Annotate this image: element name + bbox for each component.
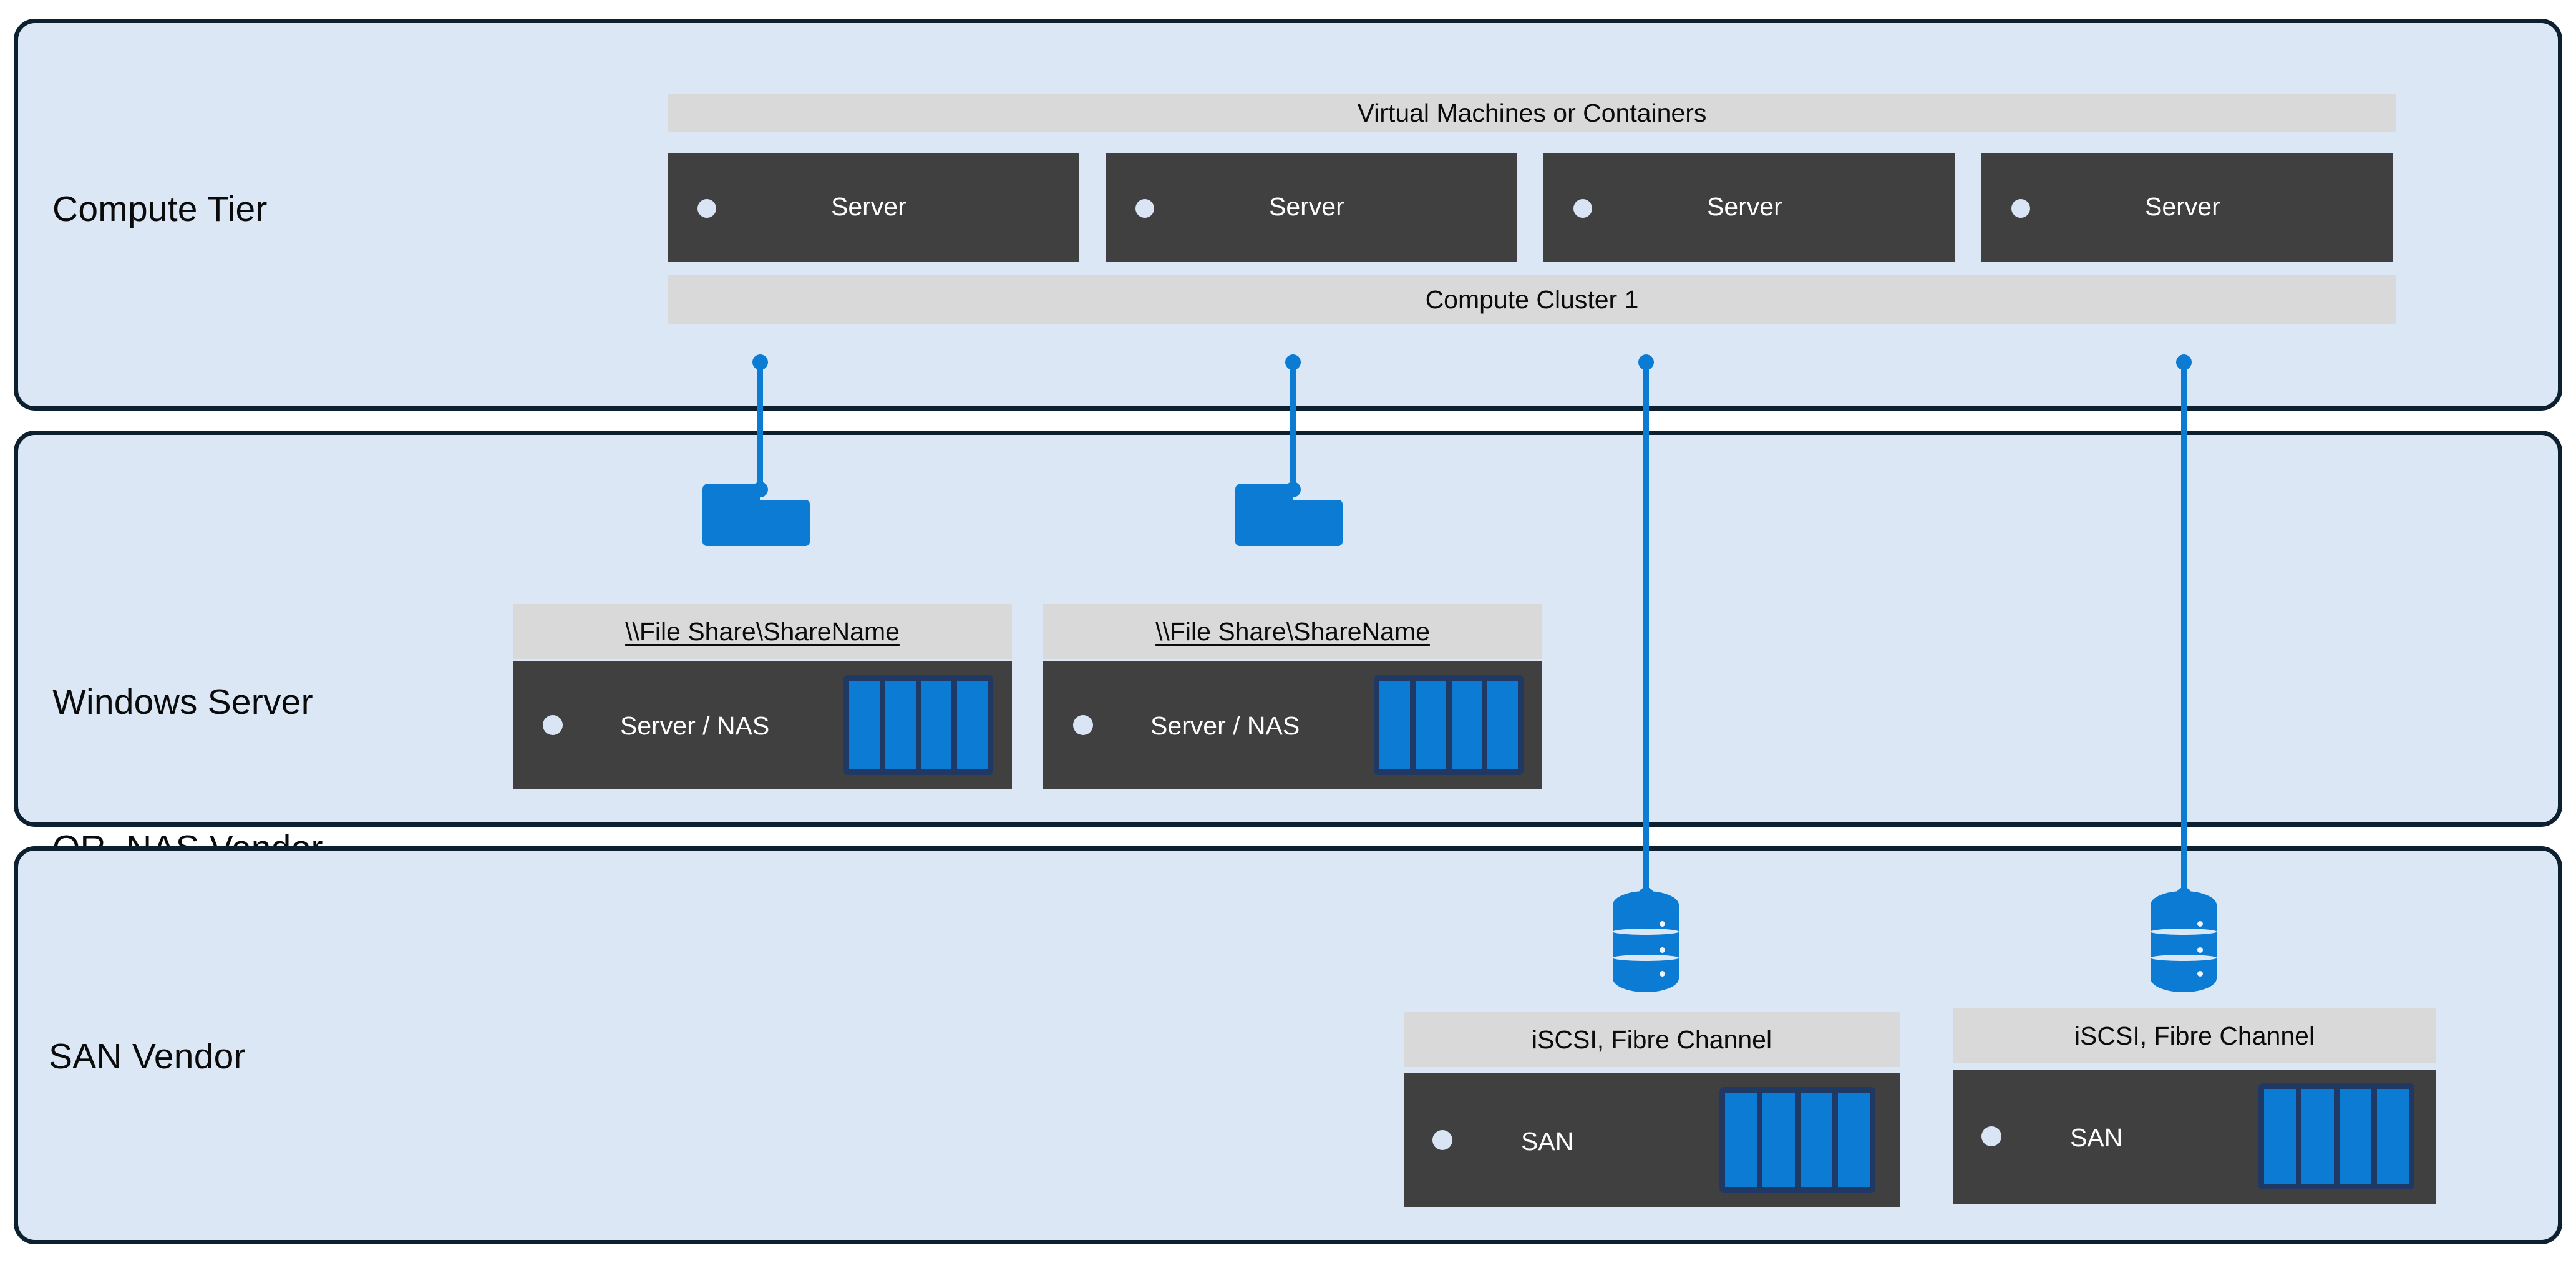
nas-server-box-1[interactable]: Server / NAS — [513, 661, 1012, 789]
nas-server-label-2: Server / NAS — [1150, 711, 1300, 740]
status-led-icon — [697, 199, 716, 218]
compute-server-box-3[interactable]: Server — [1543, 153, 1955, 262]
connector-compute2-to-nas2 — [1290, 362, 1296, 493]
connector-endpoint-dot — [1285, 482, 1301, 497]
san-label-1: SAN — [1521, 1127, 1574, 1156]
connector-compute3-to-san1 — [1643, 362, 1649, 899]
connector-compute1-to-nas1 — [757, 362, 763, 493]
status-led-icon — [1432, 1130, 1452, 1150]
tier-label-san: SAN Vendor — [49, 1036, 246, 1076]
san-box-2[interactable]: SAN — [1953, 1070, 2436, 1204]
san-box-1[interactable]: SAN — [1404, 1073, 1900, 1207]
compute-vm-bar: Virtual Machines or Containers — [668, 94, 2396, 132]
nas-share-header-1[interactable]: \\File Share\ShareName — [513, 604, 1012, 659]
connector-endpoint-dot — [752, 354, 768, 370]
connector-endpoint-dot — [1285, 354, 1301, 370]
database-icon — [1613, 891, 1679, 992]
disk-array-icon — [843, 675, 993, 775]
connector-endpoint-dot — [1638, 354, 1654, 370]
folder-icon — [1235, 484, 1343, 546]
tier-label-compute: Compute Tier — [52, 189, 268, 229]
nas-server-box-2[interactable]: Server / NAS — [1043, 661, 1542, 789]
status-led-icon — [2011, 199, 2030, 218]
status-led-icon — [1573, 199, 1592, 218]
folder-icon — [702, 484, 810, 546]
connector-compute4-to-san2 — [2181, 362, 2187, 899]
disk-array-icon — [1374, 675, 1524, 775]
disk-array-icon — [2258, 1083, 2414, 1189]
compute-server-label-1: Server — [831, 192, 906, 221]
status-led-icon — [1981, 1126, 2001, 1146]
nas-share-header-2[interactable]: \\File Share\ShareName — [1043, 604, 1542, 659]
san-protocol-header-1: iSCSI, Fibre Channel — [1404, 1012, 1900, 1067]
connector-endpoint-dot — [752, 482, 768, 497]
tier-label-nas-line1: Windows Server — [52, 682, 313, 722]
disk-array-icon — [1719, 1087, 1875, 1193]
compute-server-box-4[interactable]: Server — [1981, 153, 2393, 262]
compute-server-label-3: Server — [1707, 192, 1782, 221]
compute-server-box-2[interactable]: Server — [1106, 153, 1517, 262]
database-icon — [2151, 891, 2217, 992]
san-protocol-header-2: iSCSI, Fibre Channel — [1953, 1008, 2436, 1063]
status-led-icon — [1073, 715, 1093, 735]
connector-endpoint-dot — [1638, 887, 1654, 903]
status-led-icon — [543, 715, 563, 735]
compute-server-label-4: Server — [2145, 192, 2220, 221]
compute-cluster-bar: Compute Cluster 1 — [668, 275, 2396, 324]
san-label-2: SAN — [2070, 1123, 2123, 1152]
connector-endpoint-dot — [2176, 887, 2192, 903]
status-led-icon — [1135, 199, 1154, 218]
compute-server-label-2: Server — [1269, 192, 1344, 221]
connector-endpoint-dot — [2176, 354, 2192, 370]
compute-server-box-1[interactable]: Server — [668, 153, 1079, 262]
nas-server-label-1: Server / NAS — [620, 711, 770, 740]
